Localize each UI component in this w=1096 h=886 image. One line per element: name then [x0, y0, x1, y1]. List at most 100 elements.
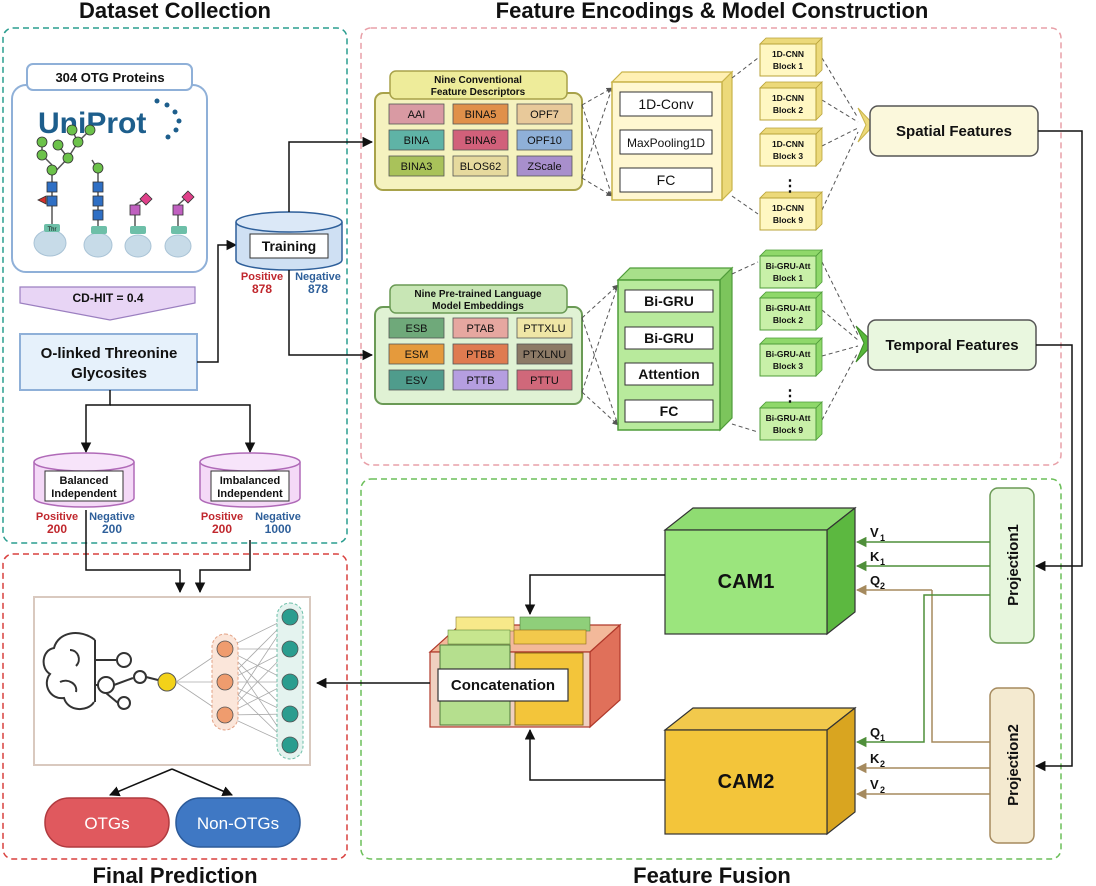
glycosites-line2: Glycosites — [71, 365, 147, 382]
protein-panel: 304 OTG Proteins UniProt Thr — [11, 63, 208, 273]
concatenation-label: Concatenation — [451, 677, 555, 694]
dataset-frame — [2, 27, 348, 544]
gru-layer-label: Attention — [638, 366, 699, 382]
imbalanced-database: Imbalanced Independent Positive 200 Nega… — [199, 452, 301, 536]
gru-layer: FC — [624, 399, 714, 423]
conventional-panel: Nine Conventional Feature Descriptors AA… — [374, 70, 583, 191]
training-negative-count: 878 — [308, 282, 328, 296]
language-item: PTXLNU — [516, 343, 573, 365]
language-item-label: PTXLNU — [523, 349, 566, 361]
conventional-item-label: BINA3 — [401, 161, 433, 173]
section-title-fusion: Feature Fusion — [633, 863, 791, 886]
cd-hit-label: CD-HIT = 0.4 — [72, 291, 143, 305]
cnn-block-line2: Block 3 — [773, 151, 804, 161]
language-item: ESV — [388, 369, 445, 391]
gru-block-line2: Block 1 — [773, 273, 804, 283]
arrow-to-non-otg — [171, 768, 233, 797]
cam2-label: CAM2 — [718, 771, 775, 793]
language-title-line1: Nine Pre-trained Language — [414, 289, 542, 300]
imbalanced-negative-label: Negative — [255, 511, 301, 523]
otg-label: OTGs — [84, 814, 129, 833]
cd-hit-arrow: CD-HIT = 0.4 — [19, 286, 196, 321]
language-item-label: PTBB — [466, 349, 495, 361]
imbalanced-line2: Independent — [217, 488, 283, 500]
cam2-block: CAM2 — [663, 706, 857, 836]
cam-input-base: V — [870, 525, 879, 540]
arrow-spatial-to-projection — [1034, 130, 1083, 572]
temporal-features-label: Temporal Features — [885, 337, 1018, 354]
arrow-to-training — [197, 239, 238, 363]
ellipsis-mark: ⋮ — [782, 388, 798, 405]
cnn-layer: MaxPooling1D — [619, 129, 713, 155]
arrow-balanced-to-prediction — [85, 510, 186, 594]
cam1-label: CAM1 — [718, 571, 775, 593]
cnn-block-line1: 1D-CNN — [772, 93, 804, 103]
cam-input-subscript: 1 — [880, 733, 885, 743]
conventional-item-label: ZScale — [527, 161, 561, 173]
conventional-connectors — [581, 87, 613, 197]
language-item: PTAB — [452, 317, 509, 339]
neural-network-icon — [175, 602, 304, 760]
conventional-item: ZScale — [516, 155, 573, 177]
cnn-layer-label: MaxPooling1D — [627, 136, 705, 150]
conventional-item: BINA3 — [388, 155, 445, 177]
arrow-imbalanced-to-prediction — [194, 540, 251, 594]
protein-count-label: 304 OTG Proteins — [55, 70, 164, 85]
prediction-frame — [2, 553, 348, 860]
cam-input-base: K — [870, 549, 880, 564]
gru-layer-label: Bi-GRU — [644, 293, 694, 309]
language-item-label: PTAB — [467, 323, 495, 335]
cnn-block-line1: 1D-CNN — [772, 49, 804, 59]
non-otg-label: Non-OTGs — [197, 814, 279, 833]
cam1-input-arrows — [855, 536, 990, 743]
cam-input-base: K — [870, 751, 880, 766]
conventional-item: OPF7 — [516, 103, 573, 125]
glycosites-box: O-linked Threonine Glycosites — [19, 333, 198, 391]
language-panel: Nine Pre-trained Language Model Embeddin… — [374, 284, 583, 405]
cam-input-base: V — [870, 777, 879, 792]
arrow-temporal-to-projection — [1034, 344, 1073, 772]
balanced-negative-count: 200 — [102, 522, 122, 536]
non-otg-result: Non-OTGs — [175, 797, 301, 848]
ellipsis-mark: ⋮ — [782, 178, 798, 195]
gru-layer: Bi-GRU — [624, 289, 714, 313]
balanced-positive-count: 200 — [47, 522, 67, 536]
input-neuron — [157, 672, 177, 692]
encoding-frame — [360, 27, 1062, 466]
gru-block-line1: Bi-GRU-Att — [766, 349, 811, 359]
conventional-item-label: BINA6 — [465, 135, 497, 147]
training-positive-label: Positive — [241, 271, 283, 283]
cam1-block: CAM1 — [663, 506, 857, 636]
balanced-negative-label: Negative — [89, 511, 135, 523]
conventional-item-label: BLOS62 — [460, 161, 502, 173]
uniprot-logo: UniProt — [38, 107, 146, 140]
projection1-label: Projection1 — [1005, 524, 1022, 606]
section-title-prediction: Final Prediction — [92, 863, 257, 886]
projection2-box: Projection2 — [989, 687, 1035, 844]
arrow-to-conventional — [288, 136, 374, 212]
arrow-cam2-to-concat — [524, 728, 665, 781]
protein-blob-icons — [33, 229, 192, 258]
language-connectors — [581, 284, 619, 426]
cam2-input-arrows — [855, 594, 990, 800]
glycosites-line1: O-linked Threonine — [41, 345, 178, 362]
otg-result: OTGs — [44, 797, 170, 848]
arrow-cam1-to-concat — [524, 574, 665, 616]
gru-layer-label: Bi-GRU — [644, 330, 694, 346]
balanced-line2: Independent — [51, 488, 117, 500]
brain-gears-icon — [42, 632, 163, 710]
conventional-item-label: BINA5 — [465, 109, 497, 121]
language-item: PTBB — [452, 343, 509, 365]
gru-block-line1: Bi-GRU-Att — [766, 303, 811, 313]
gru-block-line1: Bi-GRU-Att — [766, 413, 811, 423]
gru-block-connectors — [731, 261, 859, 433]
language-item: ESM — [388, 343, 445, 365]
